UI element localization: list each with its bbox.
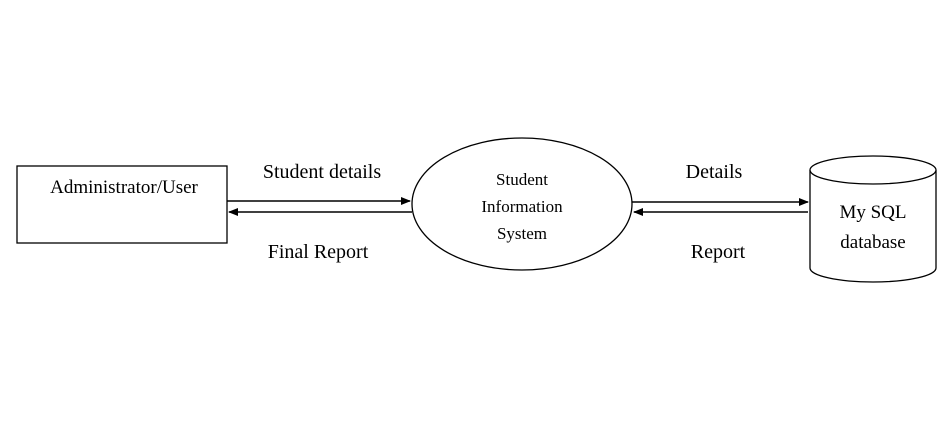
flow-label-details: Details [686, 161, 743, 183]
flow-report: Report [633, 208, 808, 263]
flow-label-student-details: Student details [263, 161, 382, 183]
flow-label-final-report: Final Report [268, 241, 369, 263]
administrator-entity: Administrator/User [16, 165, 228, 244]
process-ellipse [411, 137, 633, 271]
process-label-line2: Information [481, 197, 563, 216]
flow-final-report: Final Report [228, 208, 412, 263]
flow-details: Details [632, 161, 809, 206]
process-label-line3: System [497, 224, 547, 243]
flow-label-report: Report [691, 241, 746, 263]
database-label-line2: database [840, 232, 905, 253]
mysql-database-store: My SQL database [809, 155, 937, 283]
database-cylinder-body [809, 170, 937, 283]
database-label-line1: My SQL [839, 202, 906, 223]
database-cylinder-top [809, 155, 937, 185]
process-label-line1: Student [496, 170, 548, 189]
flow-student-details: Student details [227, 161, 411, 205]
student-information-system-process: Student Information System [411, 137, 633, 271]
administrator-entity-box [16, 165, 228, 244]
administrator-entity-label: Administrator/User [50, 177, 198, 198]
